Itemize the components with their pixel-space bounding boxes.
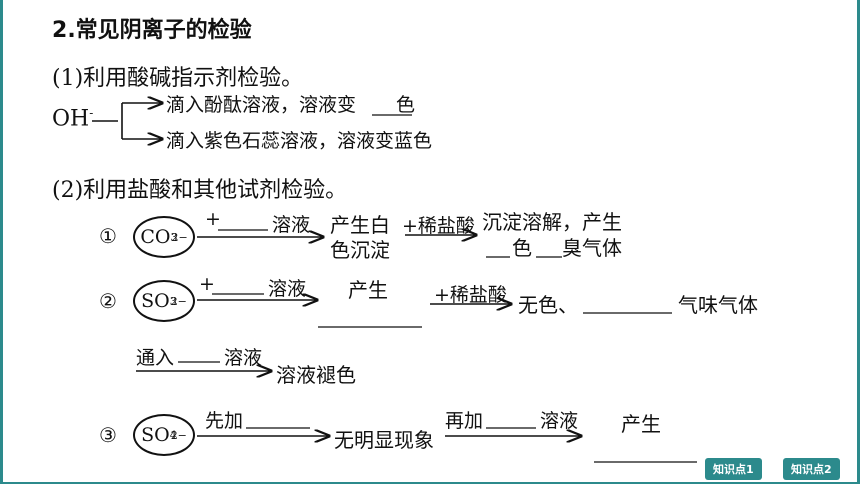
part1-heading: (1)利用酸碱指示剂检验。 xyxy=(52,66,304,91)
item2-arrow1-plus: + xyxy=(199,273,215,295)
item3-number: ③ xyxy=(99,423,117,447)
branch2-text: 滴入紫色石蕊溶液，溶液变蓝色 xyxy=(166,130,433,152)
item2-result-colorless: 无色、 xyxy=(518,293,578,317)
item3-middle: 无明显现象 xyxy=(334,428,434,452)
branch1-text: 滴入酚酞溶液，溶液变色 xyxy=(166,94,416,116)
item3-arrow2-suffix: 溶液 xyxy=(540,410,579,432)
oh-ion: OH- xyxy=(52,106,94,132)
item2-sub-result: 溶液褪色 xyxy=(276,363,356,387)
left-border xyxy=(0,0,3,484)
item1-arrow1-suffix: 溶液 xyxy=(272,214,311,236)
item2-result-gas: 气味气体 xyxy=(678,293,758,317)
item1-arrow1-plus: + xyxy=(205,208,221,230)
item1-product-line2: 色沉淀 xyxy=(330,238,390,262)
item2-number: ② xyxy=(99,289,117,313)
right-border xyxy=(857,0,860,484)
item2-sub-suffix: 溶液 xyxy=(224,347,263,369)
item2-product: 产生 xyxy=(348,278,388,302)
part2-heading: (2)利用盐酸和其他试剂检验。 xyxy=(52,178,348,203)
item1-result-line1: 沉淀溶解，产生 xyxy=(482,210,622,234)
item3-arrow2-prefix: 再加 xyxy=(445,410,484,432)
item1-result-smell: 臭气体 xyxy=(562,236,622,260)
item1-result-color: 色 xyxy=(512,236,532,260)
nav-button-knowledge-2[interactable]: 知识点2 xyxy=(783,458,840,480)
item3-arrow1-label: 先加 xyxy=(205,410,244,432)
item2-arrow2-label: +稀盐酸 xyxy=(434,284,507,306)
item1-arrow2-label: +稀盐酸 xyxy=(402,215,475,237)
item2-arrow1-suffix: 溶液 xyxy=(268,278,307,300)
item3-product: 产生 xyxy=(621,412,661,436)
bottom-border xyxy=(0,482,860,484)
page-title: 2.常见阴离子的检验 xyxy=(52,18,252,43)
item1-product-line1: 产生白 xyxy=(330,213,390,237)
item2-sub-prefix: 通入 xyxy=(136,347,175,369)
nav-button-knowledge-1[interactable]: 知识点1 xyxy=(705,458,762,480)
item1-number: ① xyxy=(99,224,117,248)
